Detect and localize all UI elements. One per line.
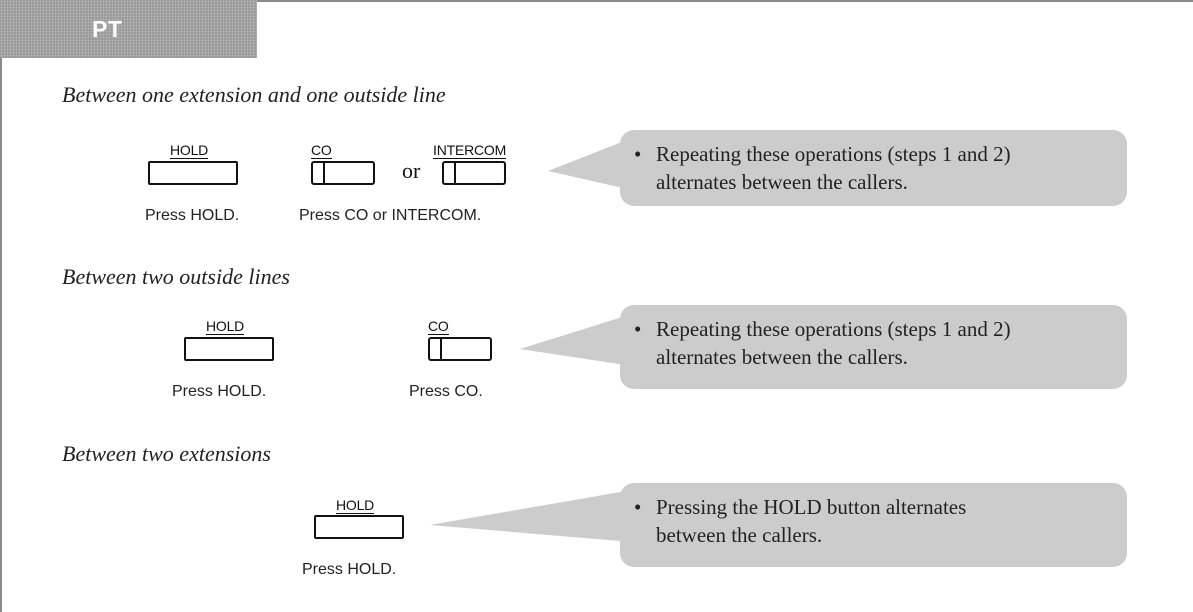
section-heading-two-outside: Between two outside lines	[62, 264, 290, 289]
page-left-rule	[0, 0, 2, 612]
note-pointer	[520, 314, 632, 366]
note-pointer	[430, 490, 632, 542]
note-text-1: Repeating these operations (steps 1 and …	[656, 142, 1011, 166]
hold-button[interactable]	[148, 161, 238, 185]
note-callout: • Pressing the HOLD button alternates be…	[620, 483, 1127, 567]
note-line: • Repeating these operations (steps 1 an…	[634, 140, 1109, 168]
bullet: •	[634, 495, 642, 519]
note-text-2: alternates between the callers.	[656, 170, 908, 194]
note-text-1: Pressing the HOLD button alternates	[656, 495, 967, 519]
hold-key-label: HOLD	[336, 497, 375, 514]
bullet: •	[634, 142, 642, 166]
note-text-2: between the callers.	[656, 523, 823, 547]
note-pointer	[548, 138, 632, 190]
intercom-key-label: INTERCOM	[433, 142, 507, 159]
intercom-button[interactable]	[442, 161, 506, 185]
note-line: alternates between the callers.	[634, 168, 1109, 196]
hold-key-label: HOLD	[206, 318, 245, 335]
note-line: alternates between the callers.	[634, 343, 1109, 371]
note-callout: • Repeating these operations (steps 1 an…	[620, 130, 1127, 206]
note-text-2: alternates between the callers.	[656, 345, 908, 369]
hold-button[interactable]	[314, 515, 404, 539]
note-callout: • Repeating these operations (steps 1 an…	[620, 305, 1127, 389]
note-text-1: Repeating these operations (steps 1 and …	[656, 317, 1011, 341]
co-button[interactable]	[311, 161, 375, 185]
hold-button[interactable]	[184, 337, 274, 361]
step-1-caption: Press HOLD.	[172, 383, 267, 400]
page-top-rule	[0, 0, 1193, 2]
hold-key-label: HOLD	[170, 142, 209, 159]
bullet: •	[634, 317, 642, 341]
step-2-caption: Press CO.	[409, 383, 483, 400]
section-heading-extension-outside: Between one extension and one outside li…	[62, 82, 446, 107]
note-line: • Pressing the HOLD button alternates	[634, 493, 1109, 521]
note-line: • Repeating these operations (steps 1 an…	[634, 315, 1109, 343]
section-heading-two-extensions: Between two extensions	[62, 441, 271, 466]
step-2-caption: Press CO or INTERCOM.	[299, 207, 482, 224]
co-key-label: CO	[311, 142, 332, 159]
co-button[interactable]	[428, 337, 492, 361]
note-line: between the callers.	[634, 521, 1109, 549]
tab-label: PT	[92, 16, 123, 42]
step-1-caption: Press HOLD.	[302, 561, 397, 578]
step-1-caption: Press HOLD.	[145, 207, 240, 224]
or-text: or	[402, 158, 421, 183]
section-tab: PT	[0, 0, 257, 58]
co-key-label: CO	[428, 318, 449, 335]
